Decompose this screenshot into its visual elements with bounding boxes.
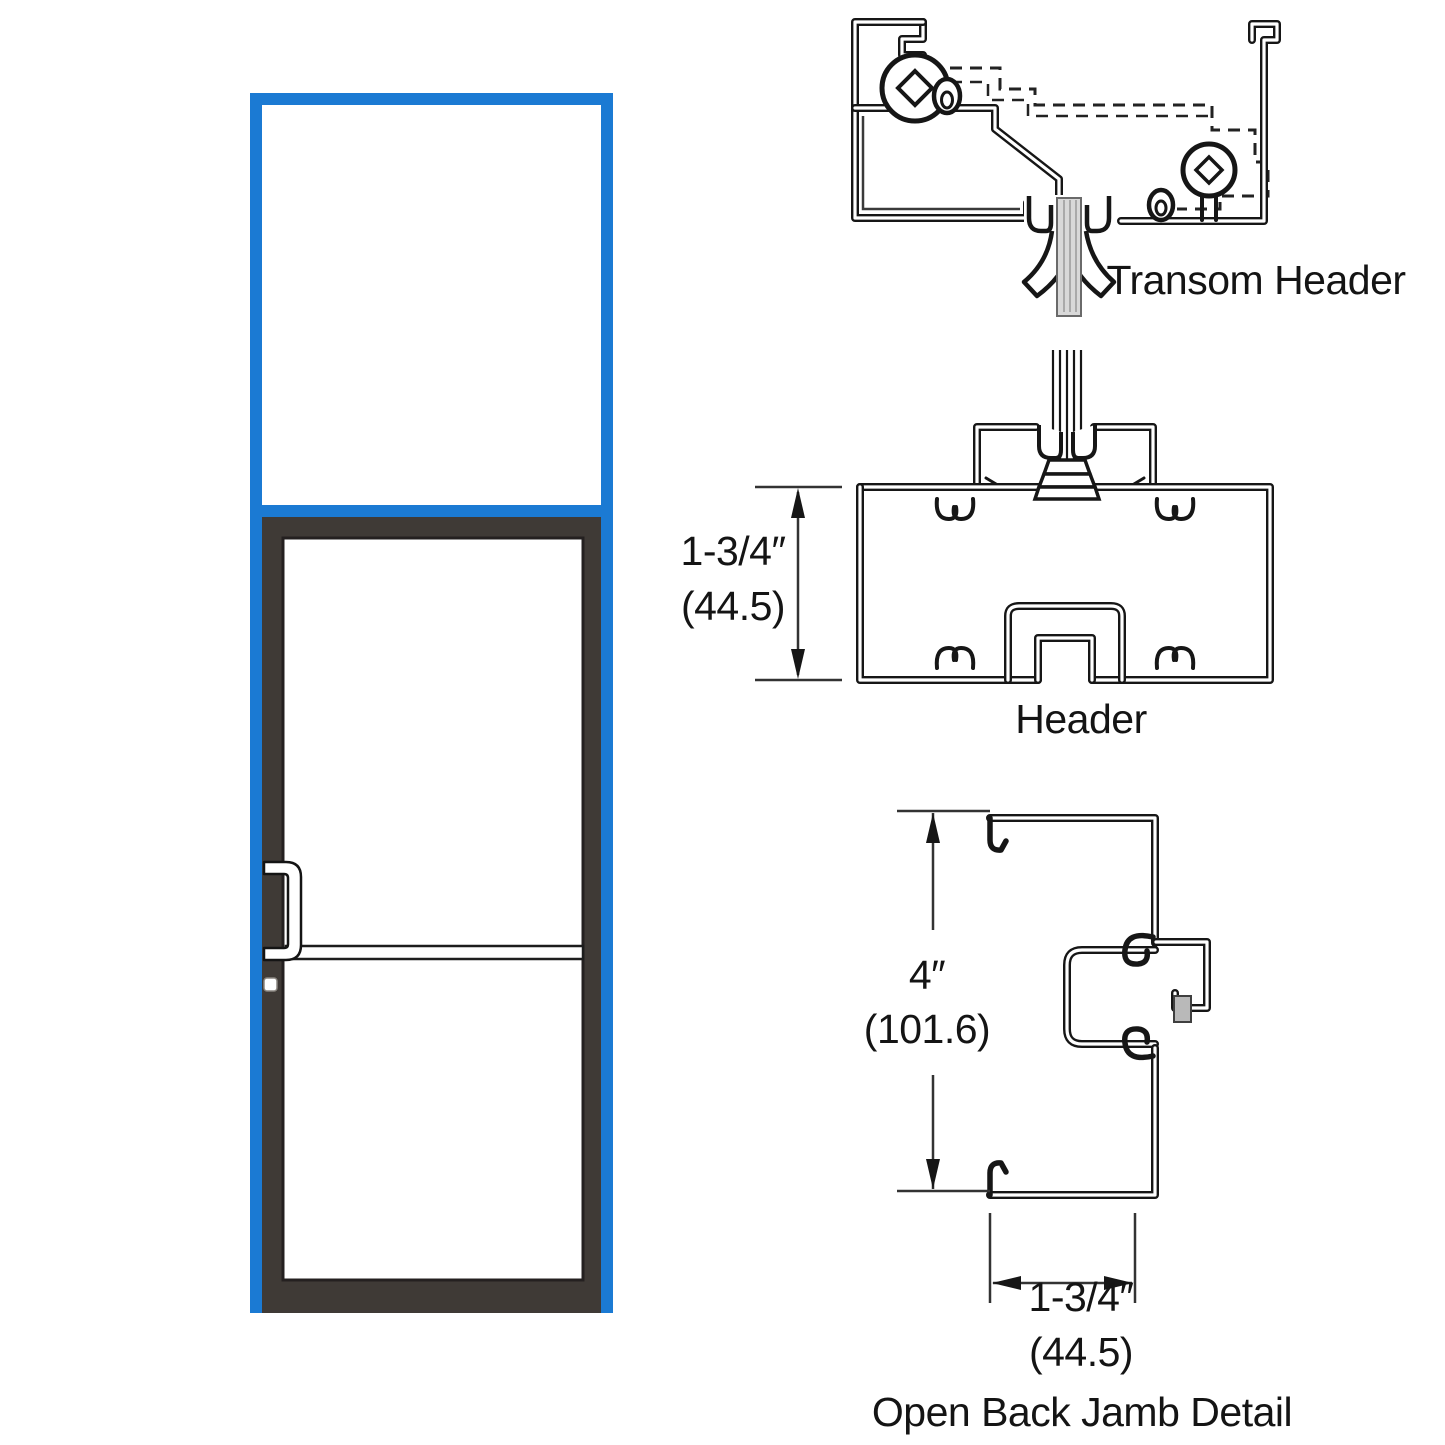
jamb-width-dimension: 1-3/4″ (44.5) — [1029, 1270, 1134, 1380]
glazing-gasket-left — [1026, 196, 1054, 234]
hook-bottom-left — [987, 1160, 1009, 1198]
header-dimension: 1-3/4″ (44.5) — [681, 524, 786, 634]
vdim-arrow-down-icon — [926, 1159, 940, 1189]
roller-left-icon — [931, 76, 963, 116]
left-profile-shelf-inner — [853, 106, 1061, 207]
fastener-left-diamond — [895, 68, 935, 108]
roller-left-inner — [940, 90, 954, 110]
push-bar — [284, 944, 585, 961]
roller-right-inner — [1154, 199, 1168, 217]
hdim-arrow-left-icon — [992, 1276, 1021, 1290]
glass-panel-lines — [1051, 350, 1083, 459]
glazing-gasket-right — [1071, 425, 1097, 460]
filler-block — [1173, 995, 1192, 1023]
jamb-height-imperial: 4″ — [908, 952, 946, 998]
left-jamb — [250, 517, 262, 1313]
gasket-curl-bottom — [1122, 1026, 1156, 1061]
screw-spline-top-left — [934, 497, 976, 521]
open-back-jamb-detail — [897, 809, 1211, 1303]
setting-block-3 — [1032, 485, 1102, 501]
transom-header-detail — [851, 18, 1281, 317]
jamb-height-metric: (101.6) — [863, 1006, 991, 1052]
hdim-extension-lines — [988, 1213, 1137, 1303]
hidden-edge-dashed-line-2 — [950, 80, 1208, 118]
glazing-gasket-right — [1084, 196, 1112, 234]
pocket-right-wall-inner — [1092, 425, 1155, 489]
glass-panel — [1056, 197, 1082, 317]
door-stop-inner — [1065, 948, 1157, 1046]
jamb-bottom-wall-inner — [988, 1046, 1157, 1197]
header-tube-left-inner — [858, 485, 1040, 682]
vdim-arrow-up-icon — [926, 813, 940, 843]
header-label: Header — [1015, 696, 1147, 742]
jamb-width-imperial: 1-3/4″ — [1028, 1274, 1134, 1320]
jamb-width-metric: (44.5) — [1028, 1329, 1134, 1375]
header-dim-imperial: 1-3/4″ — [680, 528, 786, 574]
right-jamb — [601, 517, 613, 1313]
setting-block-2 — [1036, 472, 1098, 489]
left-profile-wall — [851, 18, 1079, 222]
door-elevation — [250, 93, 613, 1313]
jamb-bottom-wall — [986, 1044, 1159, 1199]
header-dim-metric: (44.5) — [680, 583, 786, 629]
hdim-arrow-right-icon — [1104, 1276, 1133, 1290]
fastener-right-diamond — [1193, 154, 1225, 186]
setting-block-1 — [1041, 458, 1093, 476]
glazing-gasket-left — [1037, 425, 1063, 460]
pocket-left-wall-inner — [975, 425, 1038, 489]
screw-spline-bottom-left — [934, 646, 976, 670]
jamb-height-dimension: 4″ (101.6) — [863, 948, 991, 1056]
hat-channel-inner — [1034, 634, 1096, 684]
dim-arrow-up-icon — [791, 488, 805, 518]
jamb-top-wall-inner — [988, 816, 1157, 945]
jamb-top-wall — [986, 814, 1159, 947]
header-tube-right — [856, 483, 1274, 684]
hook-top-left — [987, 815, 1009, 853]
transom-glass — [262, 105, 601, 505]
lock-cylinder — [263, 977, 278, 992]
vdim-extension-lines — [897, 809, 990, 1193]
gasket-curl-top — [1122, 932, 1156, 967]
open-back-jamb-label: Open Back Jamb Detail — [871, 1389, 1293, 1435]
hat-channel-inner — [1006, 604, 1124, 682]
screw-spline-top-right — [1154, 497, 1196, 521]
dim-arrow-down-icon — [791, 649, 805, 679]
transom-header-label: Transom Header — [1106, 257, 1406, 303]
left-profile-inner-line — [861, 116, 1020, 211]
screw-spline-bottom-right — [1154, 646, 1196, 670]
door-glass — [281, 536, 585, 1282]
dim-extension-lines — [755, 485, 842, 682]
door-handle — [262, 860, 303, 962]
hidden-edge-dashed-line — [950, 66, 1270, 211]
header-detail — [755, 350, 1274, 684]
glass-panel-lines — [1063, 200, 1077, 312]
fastener-right-stem — [1200, 194, 1218, 222]
right-channel-inner — [1119, 22, 1279, 223]
header-tube-right-inner — [858, 485, 1272, 682]
left-profile-wall-inner — [853, 20, 1077, 220]
hat-channel — [1004, 602, 1126, 684]
roller-right-icon — [1146, 187, 1176, 223]
hat-channel-inner-inner — [1036, 636, 1094, 682]
